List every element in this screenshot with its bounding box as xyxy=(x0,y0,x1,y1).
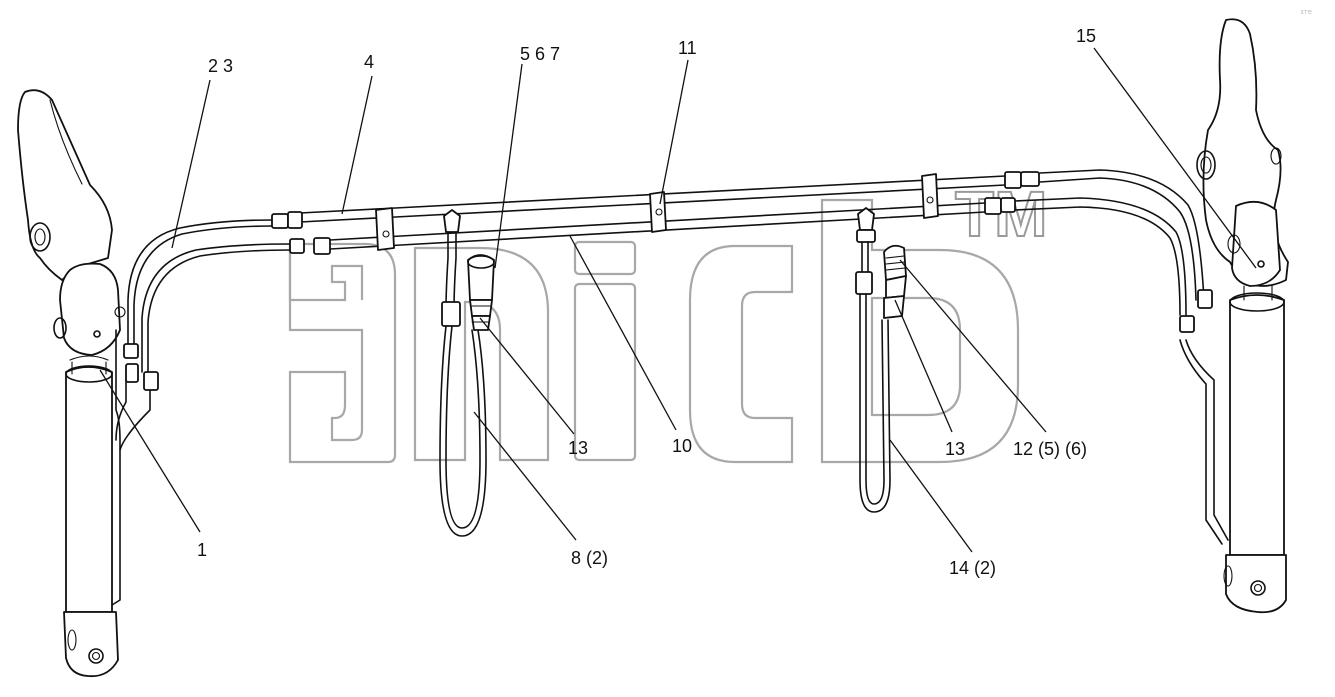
hose-left xyxy=(439,209,495,537)
label-13-right: 13 xyxy=(945,439,965,459)
label-8: 8 (2) xyxy=(571,548,608,568)
left-cylinder-assembly xyxy=(17,89,126,678)
label-5-6-7: 5 6 7 xyxy=(520,44,560,64)
corner-mark: зте xyxy=(1300,8,1312,16)
callout-labels: 2 3 4 5 6 7 11 15 1 13 10 8 (2) 13 12 (5… xyxy=(197,26,1096,578)
label-10: 10 xyxy=(672,436,692,456)
hose-right xyxy=(855,207,907,513)
label-11: 11 xyxy=(678,38,697,58)
label-15: 15 xyxy=(1076,26,1096,46)
label-13-left: 13 xyxy=(568,438,588,458)
leader-lines xyxy=(99,47,1257,553)
label-2-3: 2 3 xyxy=(208,56,233,76)
label-1: 1 xyxy=(197,540,207,560)
right-cylinder-assembly xyxy=(1179,18,1289,614)
label-14: 14 (2) xyxy=(949,558,996,578)
label-12: 12 (5) (6) xyxy=(1013,439,1087,459)
main-pipes xyxy=(115,169,1213,451)
label-4: 4 xyxy=(364,52,374,72)
